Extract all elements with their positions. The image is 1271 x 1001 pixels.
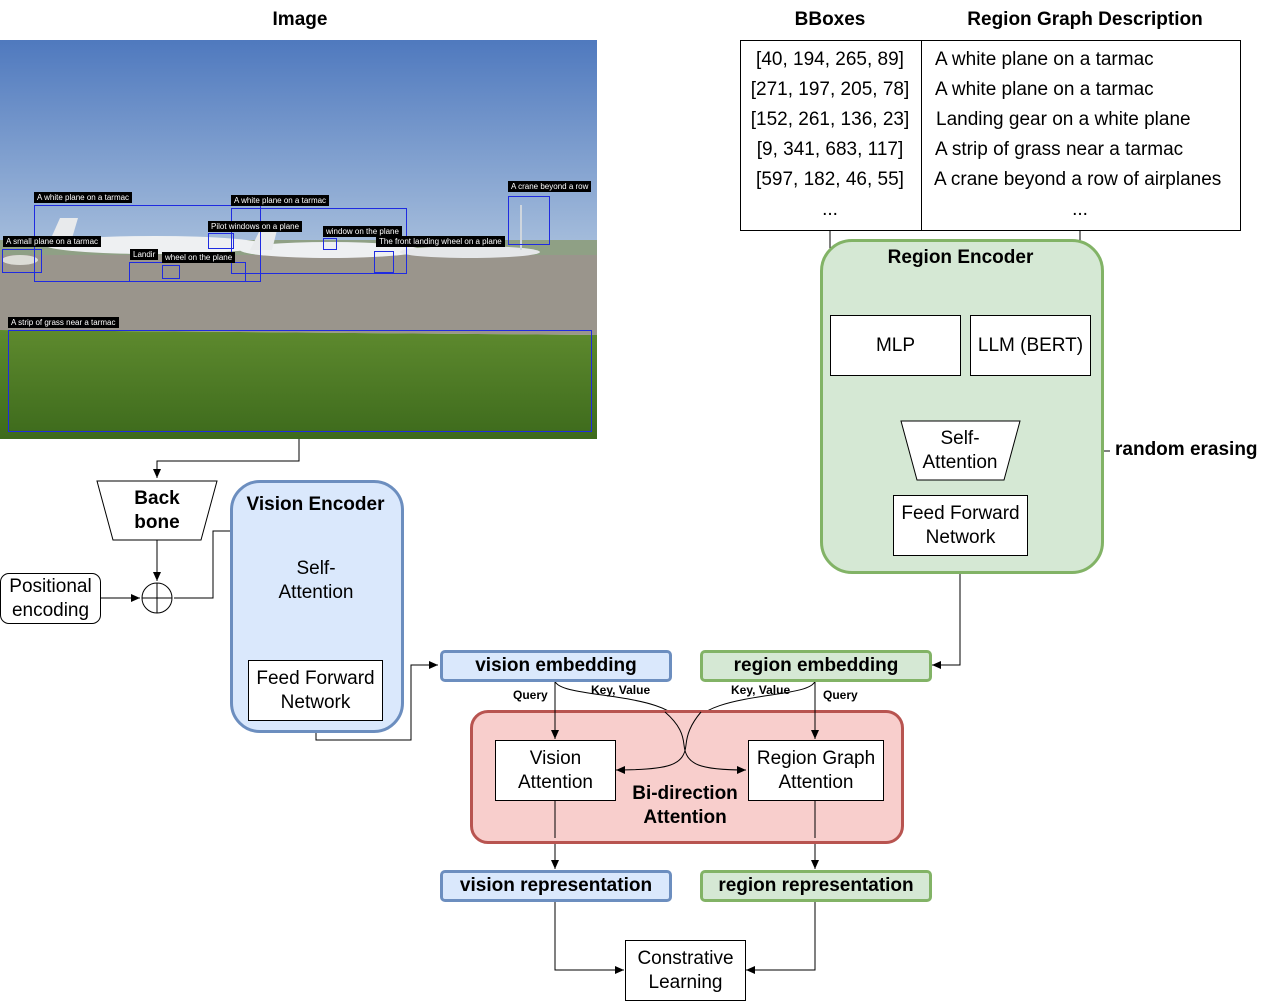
bbox-region [2,249,42,273]
bbox-cell: ... [822,199,838,220]
desc-cell: A white plane on a tarmac [935,49,1154,70]
vision-embedding: vision embedding [440,650,672,682]
vision-self-attention-line2: Attention [278,582,354,603]
bbox-cell: [597, 182, 46, 55] [756,169,904,190]
region-self-attention-line2: Attention [922,452,998,473]
bbox-region [323,238,337,250]
vision-attention-line2: Attention [518,771,593,793]
vision-self-attention-line1: Self- [296,558,336,579]
random-erasing-label: random erasing [1115,439,1258,460]
bidirection-title: Bi-direction Attention [620,782,750,830]
bbox-region [162,265,180,279]
contrastive-line1: Constrative [637,947,734,969]
llm-label: LLM (BERT) [977,334,1084,356]
backbone-shape [96,480,218,541]
backbone-line2: bone [134,512,180,533]
description-header: Region Graph Description [967,9,1203,30]
desc-cell: ... [1072,199,1088,220]
bbox-label: A crane beyond a row [508,181,592,192]
bbox-label: A small plane on a tarmac [3,236,102,247]
bidirection-title-line2: Attention [643,807,727,828]
bbox-label: Landir [130,249,159,260]
contrastive-line2: Learning [648,971,723,993]
mlp-block: MLP [830,315,961,376]
positional-line2: encoding [11,599,90,621]
bboxes-header: BBoxes [794,9,866,30]
region-encoder-group [820,239,1104,574]
vision-query-label: Query [513,688,548,702]
region-ffn-line2: Network [925,526,996,548]
bbox-label: A strip of grass near a tarmac [8,317,119,328]
bbox-cell: [271, 197, 205, 78] [750,79,910,100]
positional-line1: Positional [9,575,92,597]
mlp-label: MLP [875,334,916,356]
bbox-cell: [40, 194, 265, 89] [756,49,904,70]
region-ffn-line1: Feed Forward [901,502,1020,524]
region-graph-attention-block: Region Graph Attention [748,740,884,801]
bbox-label: Pilot windows on a plane [208,221,303,232]
image-title: Image [272,9,328,30]
region-self-attention-shape [900,420,1021,481]
region-keyvalue-label: Key, Value [731,683,791,697]
region-attention-line2: Attention [778,771,854,793]
llm-block: LLM (BERT) [970,315,1091,376]
region-representation: region representation [700,870,932,902]
sum-operator [141,582,173,614]
bbox-region [208,233,234,249]
vision-attention-line1: Vision [529,747,582,769]
bbox-region [508,196,550,245]
bbox-label: wheel on the plane [162,252,236,263]
bbox-label: A white plane on a tarmac [34,192,133,203]
bbox-cell: [152, 261, 136, 23] [750,109,910,130]
vision-ffn-line2: Network [280,691,351,713]
desc-cell: A strip of grass near a tarmac [935,139,1184,160]
region-self-attention-line1: Self- [940,428,980,449]
bbox-label: window on the plane [323,226,402,237]
region-self-attention-label: Self- Attention [900,427,1020,475]
airport-photo: A white plane on a tarmac A white plane … [0,40,597,439]
bbox-region [8,330,592,432]
region-table [740,40,1241,231]
bbox-label: A white plane on a tarmac [231,195,330,206]
bbox-label: The front landing wheel on a plane [376,236,505,247]
vision-attention-block: Vision Attention [495,740,616,801]
photo-scene [0,40,597,439]
contrastive-learning-block: Constrative Learning [625,940,746,1001]
desc-cell: A crane beyond a row of airplanes [934,169,1222,190]
table-divider [921,41,922,230]
desc-cell: A white plane on a tarmac [935,79,1154,100]
region-encoder-title: Region Encoder [887,247,1034,268]
region-query-label: Query [823,688,858,702]
region-embedding: region embedding [700,650,932,682]
vision-keyvalue-label: Key, Value [591,683,651,697]
vision-self-attention-label: Self- Attention [256,557,376,605]
bbox-cell: [9, 341, 683, 117] [756,139,904,160]
positional-encoding-block: Positional encoding [0,573,101,624]
vision-ffn-line1: Feed Forward [256,667,375,689]
region-attention-line1: Region Graph [756,747,876,769]
region-ffn-block: Feed Forward Network [893,495,1028,556]
backbone-line1: Back [134,488,180,509]
desc-cell: Landing gear on a white plane [936,109,1191,130]
vision-ffn-block: Feed Forward Network [248,660,383,721]
backbone-label: Back bone [97,487,217,535]
bidirection-title-line1: Bi-direction [632,783,738,804]
bbox-region [374,251,394,273]
vision-encoder-title: Vision Encoder [246,494,385,515]
vision-representation: vision representation [440,870,672,902]
